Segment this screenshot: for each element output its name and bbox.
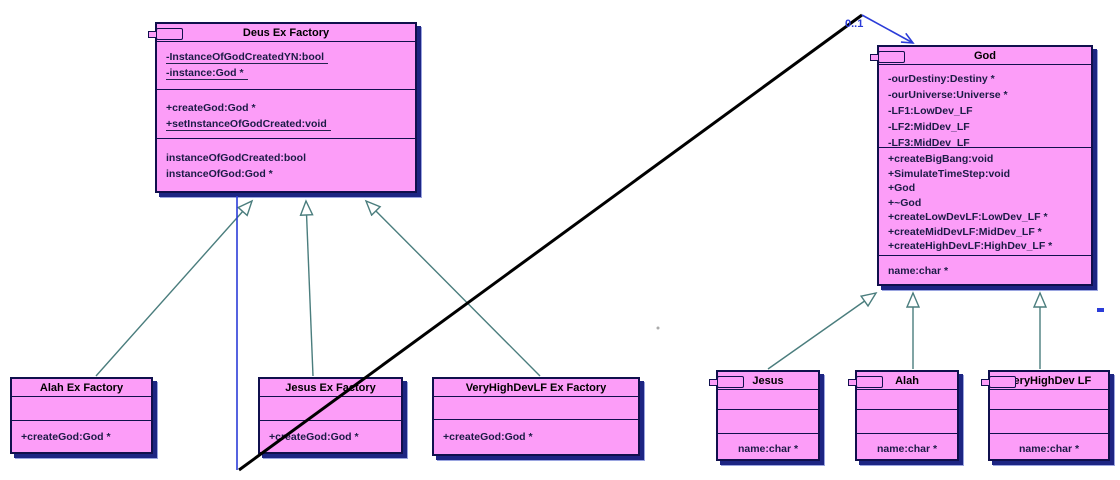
generalization-jesus (767, 293, 876, 370)
extra-compartment: name:char * (879, 256, 1091, 284)
attribute: -instance:God * (166, 65, 406, 81)
attributes-compartment (12, 397, 151, 421)
class-icon (848, 375, 884, 390)
operations-compartment: +createBigBang:void +SimulateTimeStep:vo… (879, 148, 1091, 256)
operations-compartment: +createGod:God * (12, 421, 151, 452)
association-multiplicity-label: 0..1 (845, 18, 864, 30)
class-alah[interactable]: Alah name:char * (848, 370, 959, 461)
class-title: Deus Ex Factory (157, 24, 415, 42)
member: name:char * (737, 443, 799, 455)
extra-compartment: name:char * (718, 434, 818, 459)
class-icon (709, 375, 745, 390)
extra-compartment: instanceOfGodCreated:bool instanceOfGod:… (157, 139, 415, 191)
attributes-compartment: -InstanceOfGodCreatedYN:bool -instance:G… (157, 42, 415, 90)
operation: +createHighDevLF:HighDev_LF * (888, 240, 1053, 252)
attribute: -LF3:MidDev_LF (888, 137, 970, 148)
extra-compartment: name:char * (857, 434, 957, 459)
extra-compartment: name:char * (990, 434, 1108, 459)
attributes-compartment (260, 397, 401, 421)
class-jesus-ex-factory[interactable]: Jesus Ex Factory +createGod:God * (258, 377, 403, 454)
operation: +createGod:God * (21, 431, 111, 443)
operations-compartment (718, 410, 818, 434)
operation: +createMidDevLF:MidDev_LF * (888, 225, 1042, 238)
operations-compartment: +createGod:God * +setInstanceOfGodCreate… (157, 90, 415, 139)
attributes-compartment (434, 397, 638, 420)
operation: +createBigBang:void (888, 153, 994, 165)
attributes-compartment: -ourDestiny:Destiny * -ourUniverse:Unive… (879, 65, 1091, 148)
attributes-compartment (718, 390, 818, 410)
operation: +setInstanceOfGodCreated:void (166, 116, 406, 132)
attribute: -InstanceOfGodCreatedYN:bool (166, 49, 406, 65)
operation: +createGod:God * (443, 431, 533, 443)
operations-compartment (857, 410, 957, 434)
class-deus-ex-factory[interactable]: Deus Ex Factory -InstanceOfGodCreatedYN:… (148, 22, 417, 193)
class-veryhighdev-lf[interactable]: VeryHighDev LF name:char * (981, 370, 1110, 461)
endpoint-handle (1097, 308, 1104, 312)
stray-dot (656, 326, 660, 330)
member: name:char * (1018, 443, 1080, 455)
operation: +God (888, 182, 916, 194)
attributes-compartment (990, 390, 1108, 410)
generalization-jesus-factory (306, 201, 314, 377)
attribute: -LF2:MidDev_LF (888, 121, 970, 133)
member: instanceOfGod:God * (166, 168, 273, 180)
generalization-veryhighdevlf-factory (366, 201, 541, 377)
attribute: -ourUniverse:Universe * (888, 89, 1008, 101)
class-icon (981, 375, 1017, 390)
attributes-compartment (857, 390, 957, 410)
class-title: VeryHighDev LF (990, 372, 1108, 390)
class-alah-ex-factory[interactable]: Alah Ex Factory +createGod:God * (10, 377, 153, 454)
class-title: God (879, 47, 1091, 65)
class-jesus[interactable]: Jesus name:char * (709, 370, 820, 461)
class-title: Alah Ex Factory (12, 379, 151, 397)
generalization-alah-factory (95, 201, 252, 377)
class-icon (148, 27, 184, 42)
class-veryhighdevlf-ex-factory[interactable]: VeryHighDevLF Ex Factory +createGod:God … (432, 377, 640, 456)
attribute: -LF1:LowDev_LF (888, 105, 973, 117)
operations-compartment: +createGod:God * (260, 421, 401, 452)
association-segment-arrow (861, 14, 915, 44)
member: name:char * (876, 443, 938, 455)
member: name:char * (888, 265, 949, 277)
member: instanceOfGodCreated:bool (166, 152, 307, 164)
class-icon (870, 50, 906, 65)
operation: +createGod:God * (269, 431, 359, 443)
operation: +createLowDevLF:LowDev_LF * (888, 211, 1048, 223)
class-title: Alah (857, 372, 957, 390)
operation: +~God (888, 196, 922, 209)
class-title: Jesus Ex Factory (260, 379, 401, 397)
operation: +createGod:God * (166, 102, 256, 114)
class-title: VeryHighDevLF Ex Factory (434, 379, 638, 397)
class-god[interactable]: God -ourDestiny:Destiny * -ourUniverse:U… (870, 45, 1093, 286)
operations-compartment (990, 410, 1108, 434)
operations-compartment: +createGod:God * (434, 420, 638, 454)
attribute: -ourDestiny:Destiny * (888, 73, 995, 85)
operation: +SimulateTimeStep:void (888, 167, 1011, 180)
